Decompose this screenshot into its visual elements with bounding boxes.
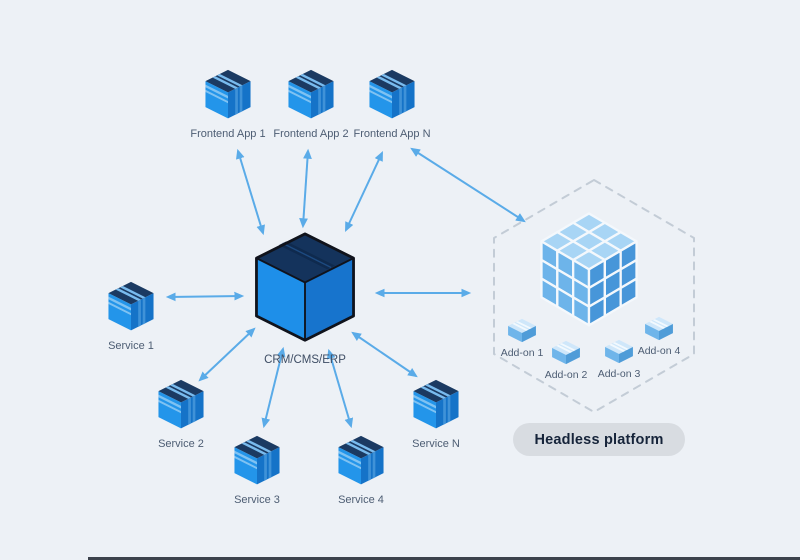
connection-arrows: [165, 147, 526, 429]
addon-2-node: Add-on 2: [531, 340, 601, 381]
package-cube-icon: [285, 68, 337, 122]
crm-cms-erp-label: CRM/CMS/ERP: [264, 354, 346, 366]
frontend-app-n-node: Frontend App N: [337, 68, 447, 140]
service-n-node: Service N: [381, 378, 491, 450]
package-box-icon: [249, 230, 361, 346]
package-cube-icon: [366, 68, 418, 122]
addon-4-node: Add-on 4: [624, 316, 694, 357]
frontend-app-1-label: Frontend App 1: [190, 128, 266, 140]
package-cube-icon: [202, 68, 254, 122]
service-n-label: Service N: [412, 438, 460, 450]
addon-3-label: Add-on 3: [597, 368, 641, 380]
mini-cube-icon: [642, 316, 676, 342]
frontend-app-1-node: Frontend App 1: [173, 68, 283, 140]
frontend-app-n-label: Frontend App N: [353, 128, 431, 140]
dashed-hexagon-outline: [493, 179, 695, 413]
frontend-app-2-node: Frontend App 2: [256, 68, 366, 140]
addon-4-label: Add-on 4: [637, 345, 681, 357]
package-cube-icon: [335, 434, 387, 488]
modular-cubes-icon: [533, 206, 645, 329]
video-progress-bar[interactable]: [88, 557, 800, 560]
service-1-node: Service 1: [76, 280, 186, 352]
service-1-label: Service 1: [108, 340, 154, 352]
frontend-app-2-label: Frontend App 2: [273, 128, 349, 140]
service-3-label: Service 3: [234, 494, 280, 506]
package-cube-icon: [155, 378, 207, 432]
mini-cube-icon: [549, 340, 583, 366]
headless-platform-badge: Headless platform: [513, 423, 685, 456]
package-cube-icon: [231, 434, 283, 488]
addon-1-node: Add-on 1: [487, 318, 557, 359]
service-4-node: Service 4: [306, 434, 416, 506]
crm-cms-erp-node: CRM/CMS/ERP: [240, 230, 370, 366]
service-3-node: Service 3: [202, 434, 312, 506]
service-4-label: Service 4: [338, 494, 384, 506]
package-cube-icon: [410, 378, 462, 432]
service-2-node: Service 2: [126, 378, 236, 450]
addon-2-label: Add-on 2: [544, 369, 588, 381]
addon-1-label: Add-on 1: [500, 347, 544, 359]
service-2-label: Service 2: [158, 438, 204, 450]
headless-platform-cubes: [531, 206, 646, 329]
addon-3-node: Add-on 3: [584, 339, 654, 380]
package-cube-icon: [105, 280, 157, 334]
